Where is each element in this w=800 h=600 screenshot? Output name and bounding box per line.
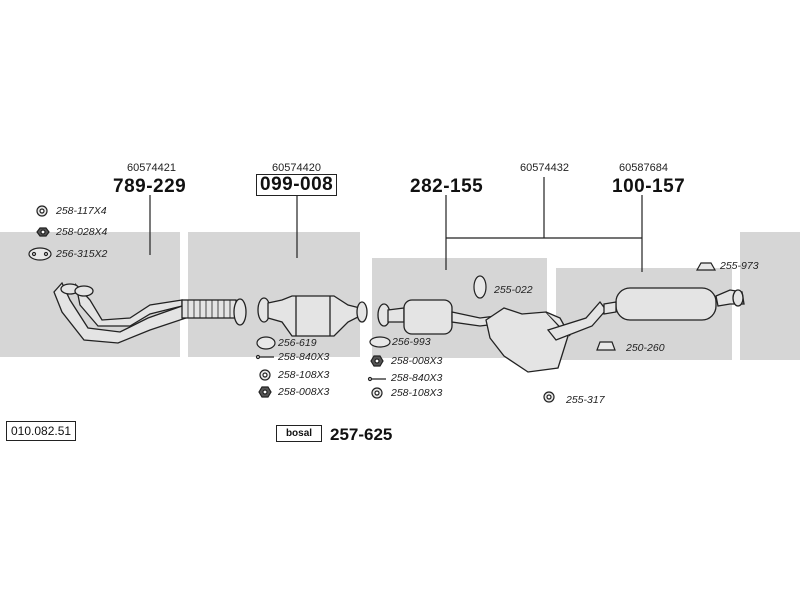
fitting-code: 258-108X3 <box>391 387 443 399</box>
fitting-icons <box>28 205 717 403</box>
fitting-code: 258-117X4 <box>56 205 107 217</box>
catalytic-converter-part <box>257 295 368 337</box>
oem-number-catalyst: 60574420 <box>272 162 321 174</box>
fitting-code: 255-317 <box>566 394 605 406</box>
fitting-code: 255-022 <box>494 284 533 296</box>
fitting-code: 250-260 <box>626 342 665 354</box>
fitting-code: 258-028X4 <box>56 226 108 238</box>
fitting-code: 255-973 <box>720 260 759 272</box>
fitting-code: 258-108X3 <box>278 369 330 381</box>
fitting-code: 258-840X3 <box>391 372 443 384</box>
oem-number-rear-silencer: 60587684 <box>619 162 668 174</box>
front-pipe-part <box>53 281 247 344</box>
fitting-code: 256-315X2 <box>56 248 108 260</box>
fitting-code: 256-993 <box>392 336 431 348</box>
leader-lines <box>149 177 643 272</box>
middle-silencer-part <box>377 299 607 373</box>
fitting-code: 258-840X3 <box>278 351 330 363</box>
part-number-catalyst: 099-008 <box>256 174 338 196</box>
rear-silencer-part <box>603 287 745 321</box>
brand-logo: bosal <box>276 425 322 442</box>
fitting-code: 258-008X3 <box>391 355 443 367</box>
fitting-code: 258-008X3 <box>278 386 330 398</box>
oem-number-front-pipe: 60574421 <box>127 162 176 174</box>
oem-number-middle-silencer: 60574432 <box>520 162 569 174</box>
fitting-code: 256-619 <box>278 337 317 349</box>
part-number-middle-silencer: 282-155 <box>410 176 484 197</box>
part-number-front-pipe: 789-229 <box>113 176 187 197</box>
part-number-rear-silencer: 100-157 <box>612 176 686 197</box>
mounting-kit-number: 257-625 <box>330 425 393 444</box>
diagram-reference-number: 010.082.51 <box>6 421 77 441</box>
